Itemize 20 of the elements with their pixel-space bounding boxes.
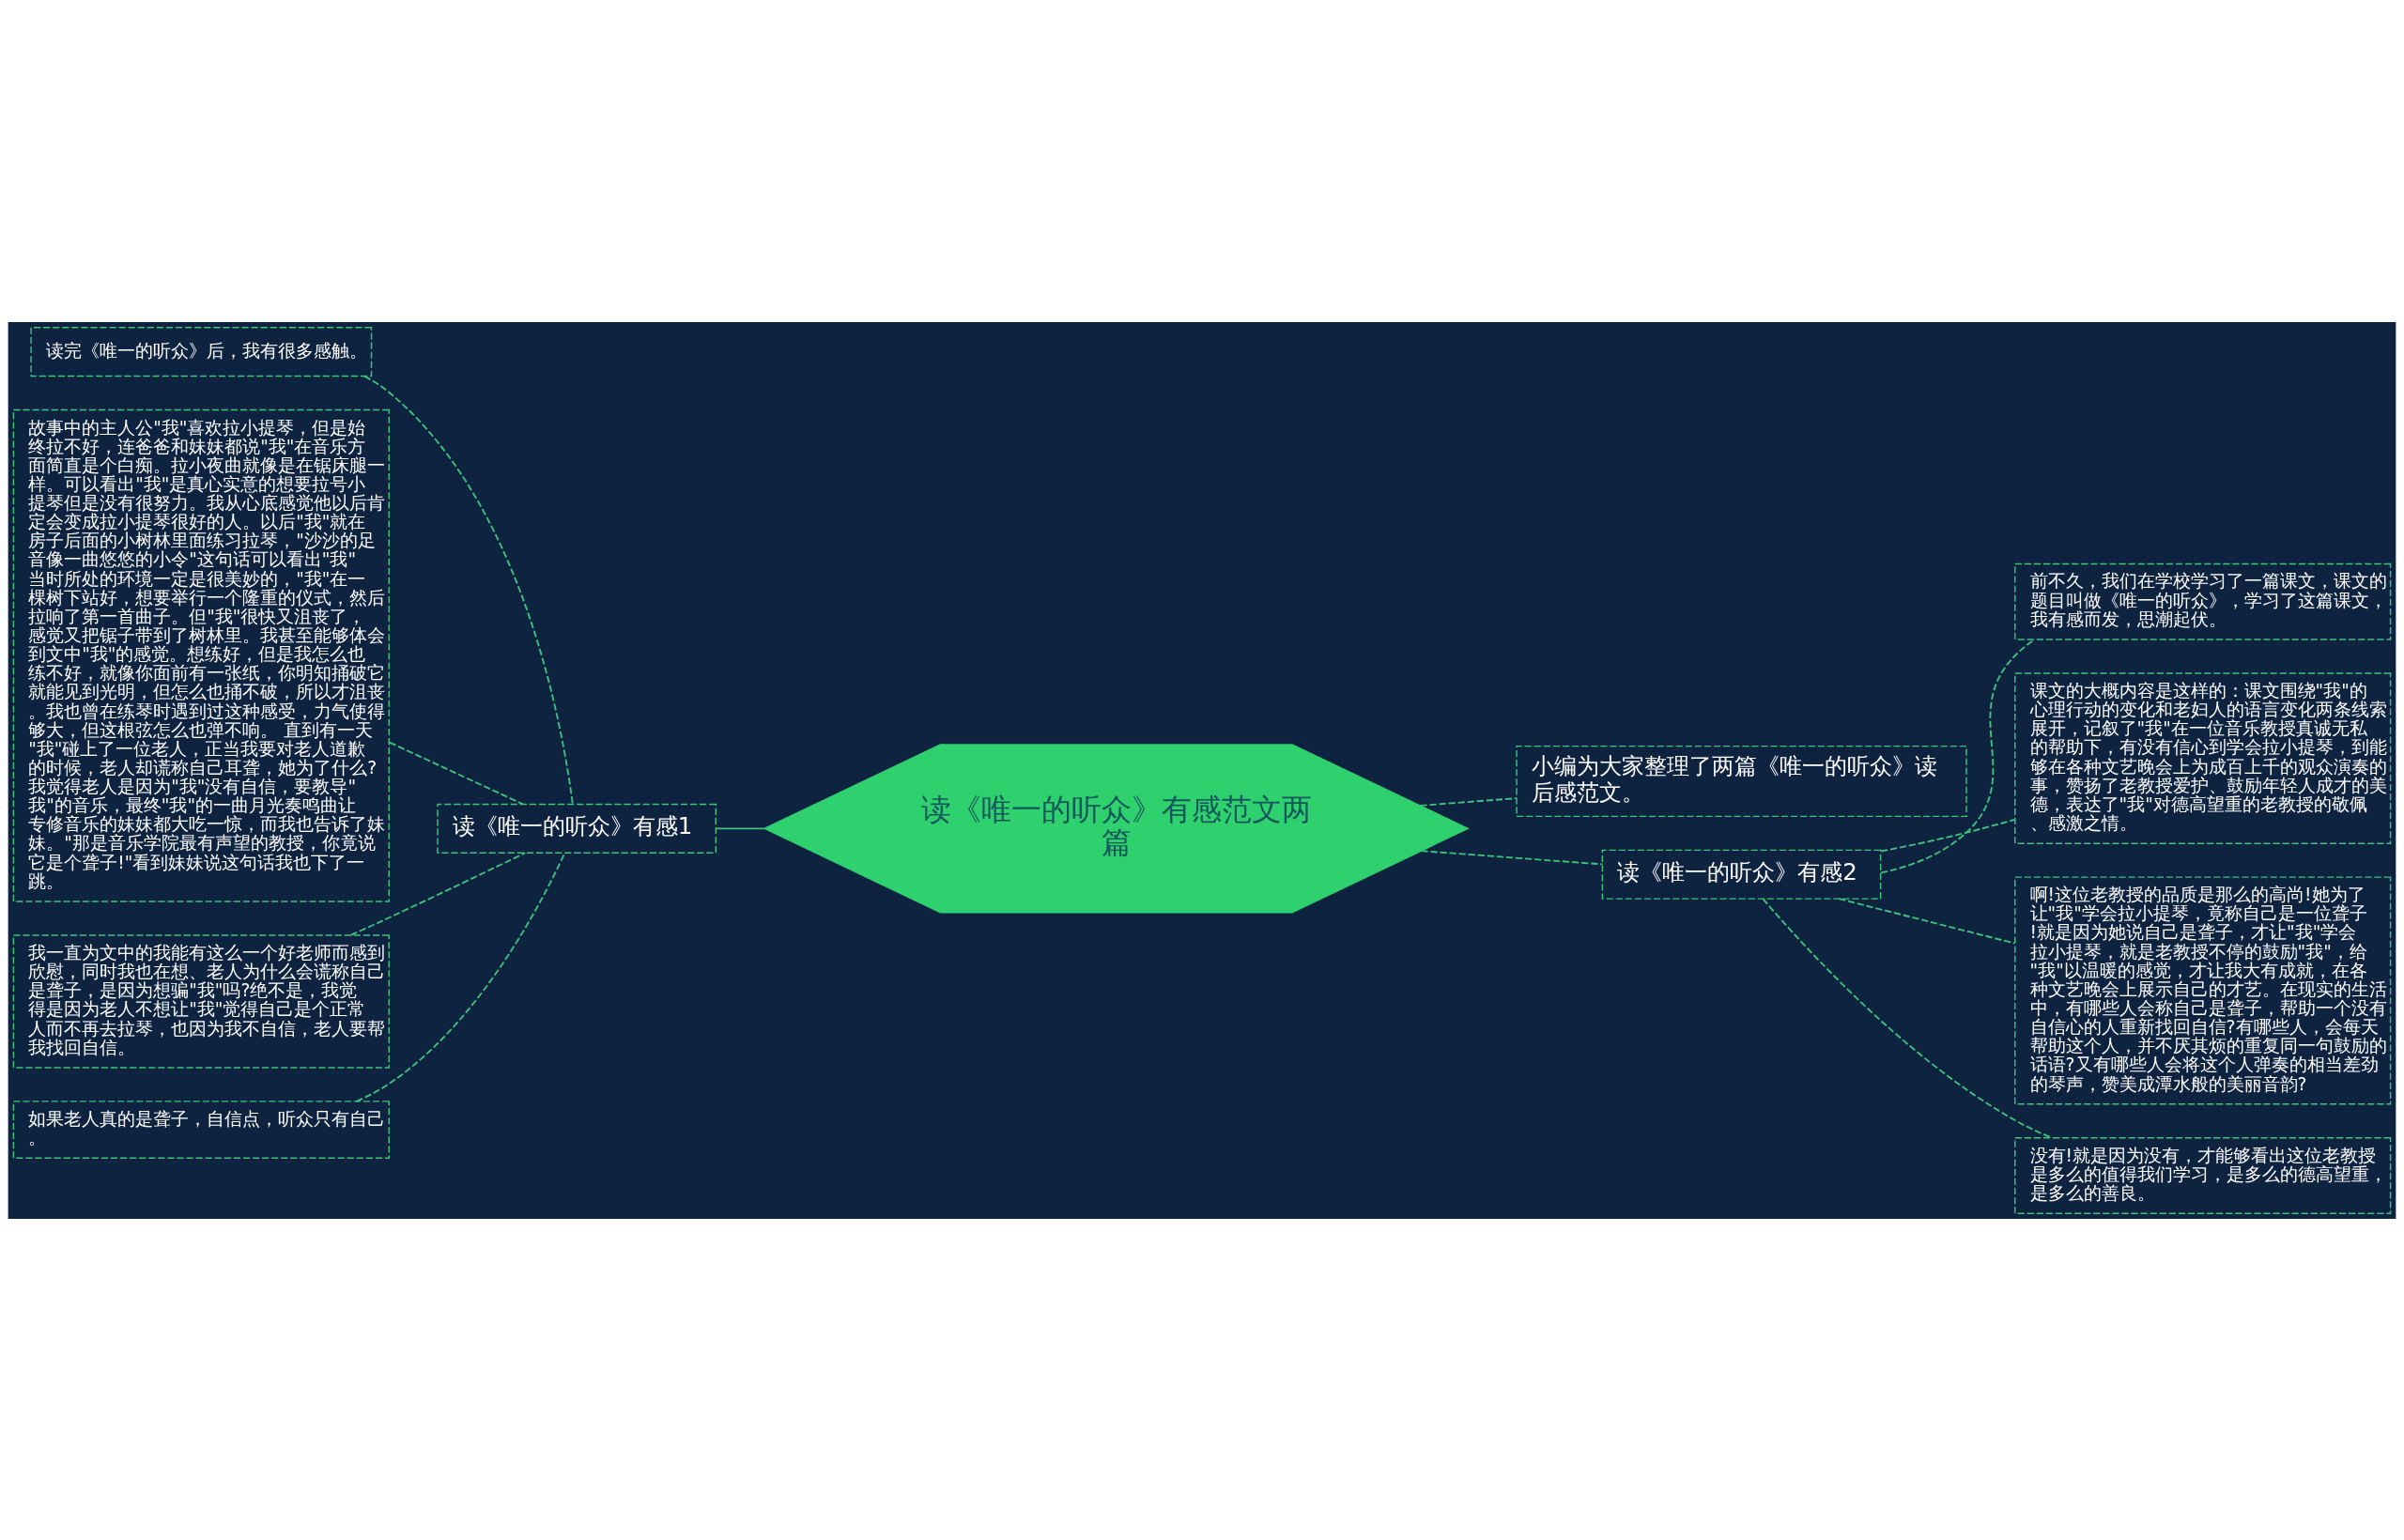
connector bbox=[1419, 796, 1518, 807]
node-box: 读完《唯一的听众》后，我有很多感触。 bbox=[30, 326, 373, 377]
node-box: 如果老人真的是聋子，自信点，听众只有自己。 bbox=[12, 1100, 390, 1159]
connector bbox=[715, 826, 765, 829]
connector bbox=[1420, 849, 1604, 865]
node-box: 我一直为文中的我能有这么一个好老师而感到欣慰，同时我也在想、老人为什么会谎称自己是聋子，是因为想骗"我"吗?绝不是，我觉得是因为老人不想让"我"觉得自己是个正常人而不再去拉琴，也因为我不自信，老人要帮我找回自信。 bbox=[12, 933, 390, 1069]
connector bbox=[1880, 638, 2036, 873]
node-box: 读《唯一的听众》有感2 bbox=[1601, 849, 1882, 900]
node-box: 小编为大家整理了两篇《唯一的听众》读后感范文。 bbox=[1516, 745, 1967, 817]
connector bbox=[1838, 897, 2016, 944]
connector bbox=[363, 375, 574, 805]
node-box: 课文的大概内容是这样的：课文围绕"我"的心理行动的变化和老妇人的语言变化两条线索展开，记叙了"我"在一位音乐教授真诚无私的帮助下，有没有信心到学会拉小提琴，到能够在各种文艺晚会上为成百上千的观众演奏的事，赞扬了老教授爱护、鼓励年轻人成才的美德，表达了"我"对德高望重的老教授的敬佩、感激之情。 bbox=[2014, 671, 2392, 844]
node-box: 前不久，我们在学校学习了一篇课文，课文的题目叫做《唯一的听众》，学习了这篇课文，我有感而发，思潮起伏。 bbox=[2014, 562, 2392, 640]
node-box: 啊!这位老教授的品质是那么的高尚!她为了让"我"学会拉小提琴，竟称自己是一位聋子!就是因为她说自己是聋子，才让"我"学会拉小提琴，就是老教授不停的鼓励"我"，给"我"以温暖的感觉，才让我大有成就，在各种文艺晚会上展示自己的才艺。在现实的生活中，有哪些人会称自己是聋子，帮助一个没有自信心的人重新找回自信?有哪些人，会每天帮助这个人，并不厌其烦的重复同一句鼓励的话语?又有哪些人会将这个人弹奏的相当差劲的琴声，赞美成潭水般的美丽音韵? bbox=[2014, 875, 2392, 1104]
connector bbox=[1762, 897, 2053, 1139]
node-box: 没有!就是因为没有，才能够看出这位老教授是多么的值得我们学习，是多么的德高望重，是多么的善良。 bbox=[2014, 1136, 2392, 1214]
connector bbox=[388, 741, 524, 805]
connector bbox=[1880, 818, 2016, 852]
node-box: 故事中的主人公"我"喜欢拉小提琴，但是始终拉不好，连爸爸和妹妹都说"我"在音乐方面简直是个白痴。拉小夜曲就像是在锯床腿一样。可以看出"我"是真心实意的想要拉号小提琴但是没有很努力。我从心底感觉他以后肯定会变成拉小提琴很好的人。以后"我"就在房子后面的小树林里面练习拉琴，"沙沙的足音像一曲悠悠的小令"这句话可以看出"我"当时所处的环境一定是很美妙的，"我"在一棵树下站好，想要举行一个隆重的仪式，然后拉响了第一首曲子。但"我"很快又沮丧了，感觉又把锯子带到了树林里。我甚至能够体会到文中"我"的感觉。想练好，但是我怎么也练不好，就像你面前有一张纸，你明知捅破它就能见到光明，但怎么也捅不破，所以才沮丧。我也曾在练琴时遇到过这种感受，力气使得够大，但这根弦怎么也弹不响。 直到有一天"我"碰上了一位老人，正当我要对老人道歉的时候，老人却谎称自己耳聋，她为了什么?我觉得老人是因为"我"没有自信，要教导"我"的音乐，最终"我"的一曲月光奏鸣曲让专修音乐的妹妹都大吃一惊，而我也告诉了妹妹。"那是音乐学院最有声望的教授，你竟说它是个聋子!"看到妹妹说这句话我也下了一跳。 bbox=[12, 408, 390, 902]
node-box: 读《唯一的听众》有感1 bbox=[437, 803, 717, 854]
